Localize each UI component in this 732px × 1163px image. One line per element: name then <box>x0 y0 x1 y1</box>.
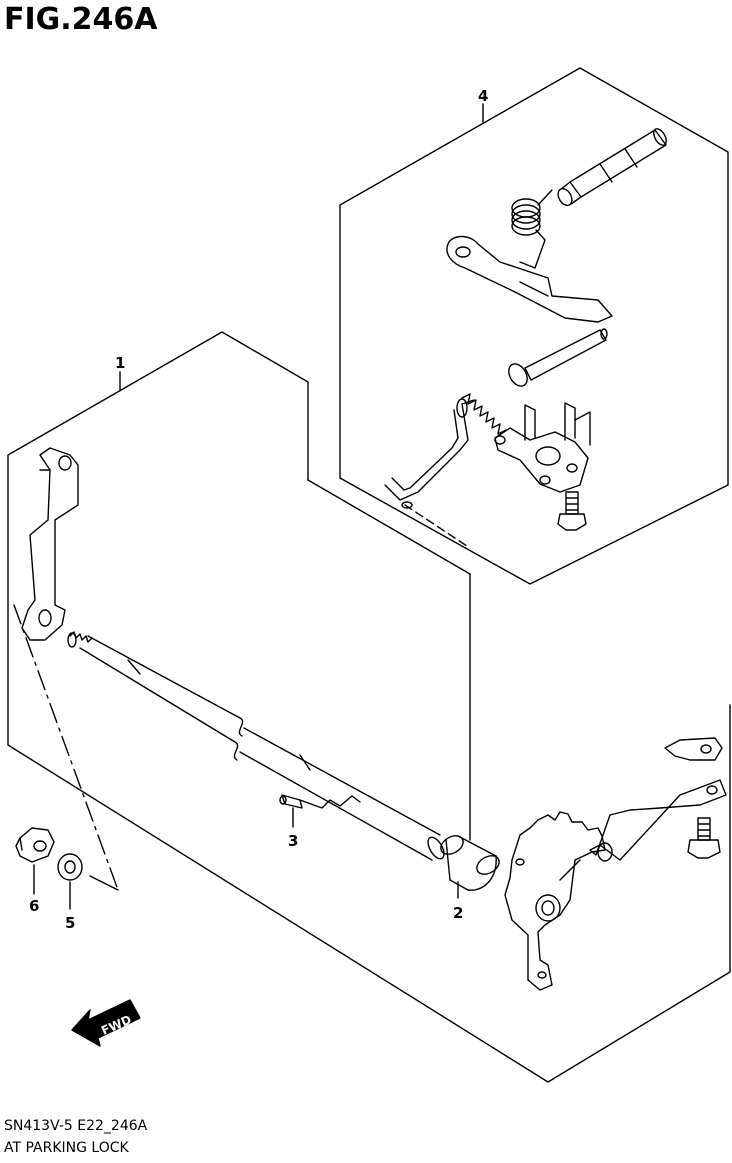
assembly-1-frame <box>7 331 731 1083</box>
parking-pawl <box>446 235 613 323</box>
bracket-bolt <box>557 491 587 531</box>
parking-lever-left <box>21 447 79 641</box>
manual-shaft <box>67 631 445 861</box>
footer-figure-code: SN413V-5 E22_246A <box>4 1118 148 1134</box>
washer <box>57 853 83 881</box>
figure-title: FIG.246A <box>4 2 158 37</box>
detent-spring-bolt <box>687 817 721 859</box>
callout-3: 3 <box>288 832 298 850</box>
fwd-arrow-icon <box>71 999 141 1047</box>
callout-1: 1 <box>115 354 125 372</box>
callout-5: 5 <box>65 914 75 932</box>
callout-6: 6 <box>29 897 39 915</box>
collar <box>440 835 500 891</box>
footer-figure-name: AT PARKING LOCK <box>4 1140 129 1156</box>
leader-nut-washer <box>89 875 119 891</box>
parking-lock-rod <box>384 328 608 509</box>
callout-2: 2 <box>453 904 463 922</box>
dash-leader-rod <box>404 504 471 549</box>
spring-pin <box>279 794 361 809</box>
frame-diagonal <box>307 479 471 575</box>
detent-spring <box>589 779 727 862</box>
rod-guide-bracket <box>494 402 591 493</box>
assembly-4-frame <box>339 67 729 585</box>
dash-leader-frame <box>13 604 119 891</box>
detent-spring-bracket <box>664 737 723 761</box>
nut <box>15 827 55 863</box>
parking-shaft-pin <box>557 128 667 207</box>
torsion-spring <box>511 189 553 269</box>
detent-plate <box>504 811 606 991</box>
callout-4: 4 <box>478 87 488 105</box>
